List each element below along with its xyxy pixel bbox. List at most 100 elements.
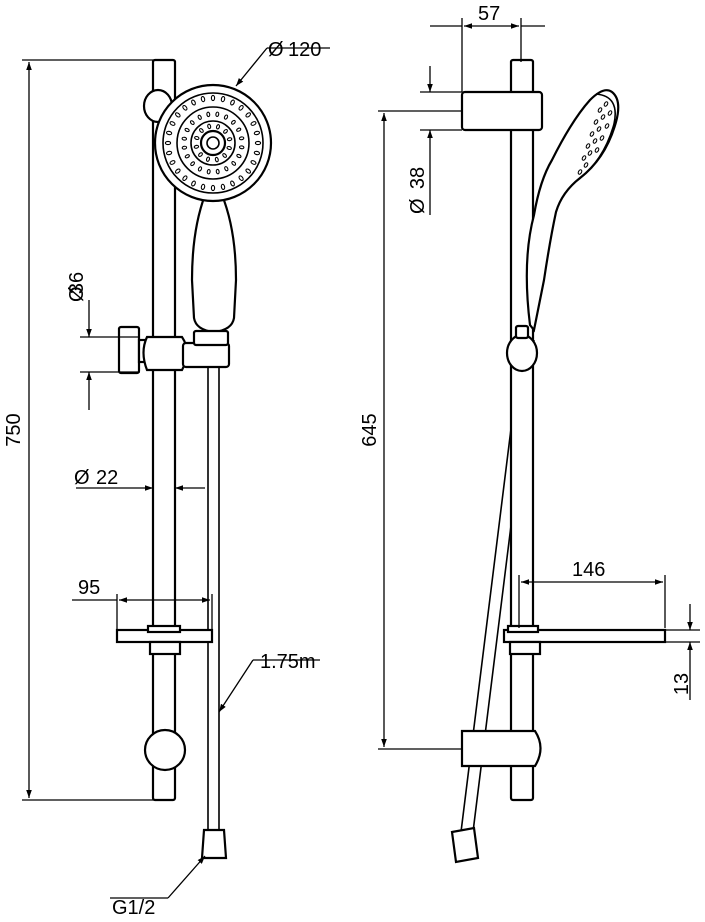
side-handset-face: [577, 93, 616, 181]
spray-nozzle: [191, 180, 196, 187]
dim-bracket-diameter: 36: [66, 272, 88, 294]
front-view: [115, 58, 273, 860]
spray-nozzle: [222, 153, 227, 158]
dim-dish-thickness: 13: [671, 673, 693, 695]
spray-nozzle: [253, 130, 261, 136]
spray-nozzle: [206, 168, 211, 175]
front-hose-nut: [200, 828, 228, 860]
spray-nozzle: [224, 166, 229, 172]
dim-rail-diameter: 22: [96, 467, 118, 489]
spray-nozzle: [184, 127, 190, 133]
spray-nozzle: [182, 175, 188, 182]
dim-side-bracket-depth: 57: [478, 3, 500, 25]
spray-nozzle: [215, 168, 220, 175]
dim-top-bracket-diameter: 38: [407, 167, 429, 189]
spray-nozzle: [250, 160, 257, 165]
spray-nozzle: [238, 145, 245, 150]
spray-nozzle: [174, 168, 181, 174]
spray-nozzle: [210, 184, 216, 192]
front-shower-head: [153, 83, 273, 203]
spray-nozzle: [200, 183, 206, 191]
spray-nozzle: [184, 154, 190, 159]
spray-nozzle: [214, 156, 219, 163]
side-spray-nozzle: [594, 147, 600, 153]
spray-nozzle: [220, 95, 226, 103]
spray-nozzle: [231, 119, 236, 125]
dim-top-bracket-diameter-symbol: Ø: [407, 198, 429, 214]
spray-nozzle: [238, 104, 244, 111]
side-slider-pin: [514, 324, 530, 340]
spray-nozzle: [253, 150, 261, 156]
spray-nozzle: [169, 121, 176, 126]
front-soap-dish: [115, 624, 214, 656]
side-spray-nozzle: [583, 162, 589, 168]
side-spray-nozzle: [589, 131, 595, 137]
spray-nozzle: [250, 121, 257, 126]
spray-nozzle: [236, 153, 242, 159]
spray-nozzle: [189, 120, 195, 125]
spray-nozzle: [165, 150, 173, 156]
spray-nozzle: [226, 137, 233, 142]
side-spray-nozzle: [592, 138, 598, 144]
spray-nozzle: [245, 112, 252, 118]
spray-nozzle: [230, 180, 235, 187]
side-spray-nozzle: [577, 169, 583, 175]
spray-nozzle: [223, 129, 228, 134]
dim-dish-width: 95: [78, 577, 100, 599]
front-dimensions: 750 Ø 120 Ø 36 Ø 22 95 1.75m G1/2: [3, 39, 330, 919]
side-spray-nozzle: [597, 107, 603, 113]
front-rail: [151, 58, 177, 802]
dim-side-dish-depth: 146: [572, 559, 605, 581]
side-hose-nut: [450, 826, 480, 864]
dim-head-diameter: 120: [288, 39, 321, 61]
spray-nozzle: [198, 152, 203, 157]
front-bottom-bracket: [143, 728, 187, 772]
spray-nozzle: [231, 161, 237, 166]
dim-rail-diameter-symbol: Ø: [74, 467, 90, 489]
spray-nozzle: [207, 123, 212, 130]
spray-nozzle: [193, 144, 200, 149]
front-handset-handle: [190, 193, 238, 334]
spray-nozzle: [238, 136, 245, 141]
side-spray-nozzle: [587, 150, 593, 156]
spray-nozzle: [191, 99, 196, 106]
side-spray-nozzle: [604, 123, 610, 129]
side-spray-nozzle: [596, 126, 602, 132]
dim-side-height: 645: [359, 413, 381, 446]
dim-bracket-diameter-symbol: Ø: [66, 286, 88, 302]
spray-nozzle: [226, 145, 232, 151]
spray-nozzle: [197, 166, 203, 172]
spray-nozzle: [199, 128, 204, 133]
side-view: [450, 58, 667, 864]
side-soap-dish: [502, 624, 667, 656]
dim-head-diameter-symbol: Ø: [268, 39, 284, 61]
side-dimensions: 57 Ø 38 645 146 13: [359, 3, 700, 750]
side-top-bracket: [460, 90, 544, 132]
dim-connection-thread: G1/2: [112, 897, 155, 919]
dim-hose-length: 1.75m: [260, 651, 316, 673]
spray-nozzle: [190, 161, 195, 167]
spray-nozzle: [181, 136, 188, 141]
side-spray-nozzle: [600, 114, 606, 120]
spray-nozzle: [206, 111, 211, 118]
spray-nozzle: [181, 145, 188, 150]
side-spray-nozzle: [581, 155, 587, 161]
spray-nozzle: [200, 95, 206, 103]
dim-overall-height: 750: [3, 413, 25, 446]
side-spray-nozzle: [593, 119, 599, 125]
side-slider-knob: [505, 333, 539, 373]
spray-nozzle: [197, 114, 202, 120]
spray-nozzle: [164, 140, 172, 146]
front-slider-bracket: [117, 325, 231, 375]
spray-nozzle: [215, 124, 221, 130]
side-bottom-bracket: [460, 729, 542, 768]
side-rail: [509, 58, 535, 802]
side-spray-nozzle: [599, 135, 605, 141]
side-spray-nozzle: [603, 101, 609, 107]
spray-nozzle: [245, 168, 252, 174]
spray-nozzle: [254, 140, 262, 146]
spray-nozzle: [223, 114, 229, 120]
spray-nozzle: [230, 99, 235, 106]
spray-nozzle: [194, 135, 200, 141]
side-spray-nozzle: [585, 143, 591, 149]
